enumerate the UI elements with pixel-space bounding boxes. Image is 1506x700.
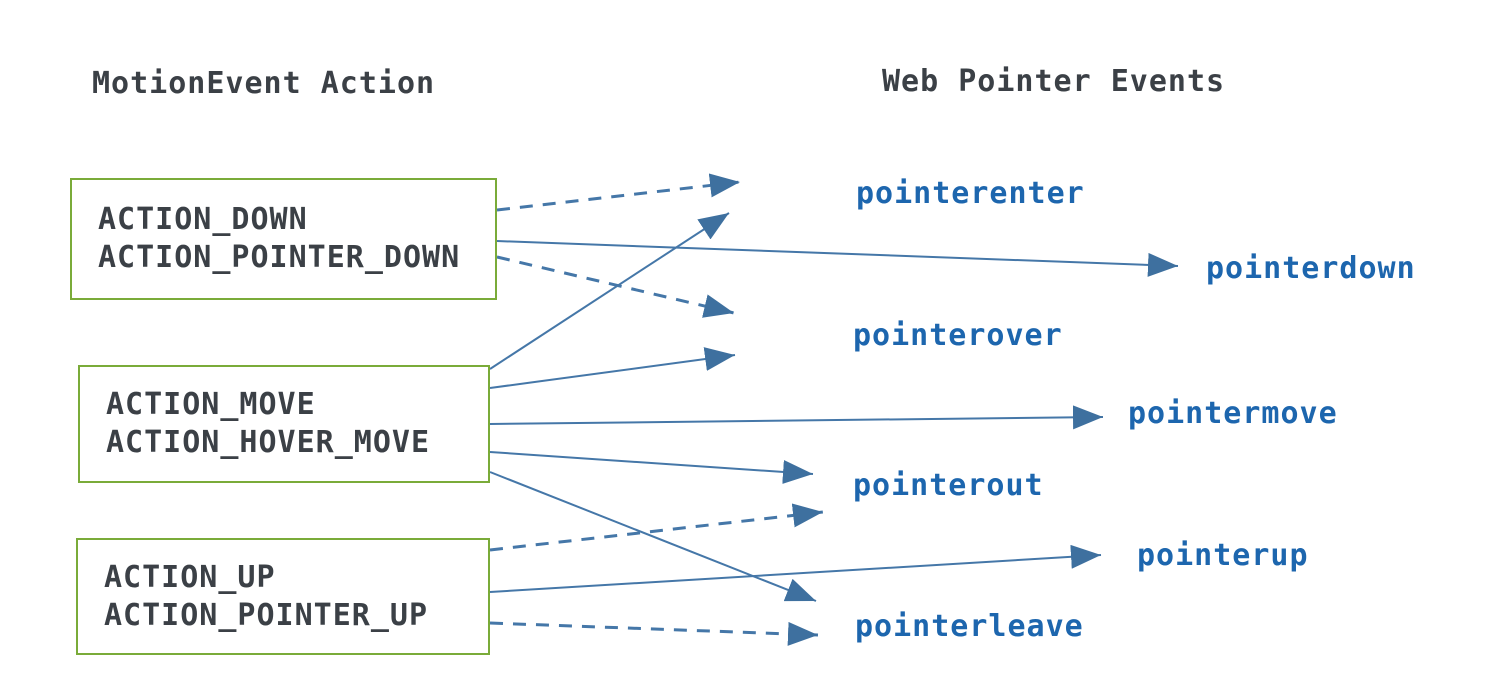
arrow-ACTION_MOVE-to-pointerenter (489, 212, 730, 370)
box-action-move: ACTION_MOVE ACTION_HOVER_MOVE (78, 365, 490, 483)
arrow-ACTION_UP-to-pointerup (489, 544, 1102, 593)
action-down-label: ACTION_DOWN (98, 202, 308, 237)
event-label-pointermove: pointermove (1128, 396, 1338, 431)
arrow-ACTION_DOWN-to-pointerenter (496, 173, 741, 212)
arrow-ACTION_UP-to-pointerleave (489, 621, 819, 646)
arrow-ACTION_MOVE-to-pointerleave (489, 471, 817, 602)
event-label-pointerdown: pointerdown (1206, 251, 1416, 286)
arrow-ACTION_MOVE-to-pointermove (489, 405, 1104, 430)
event-label-pointerleave: pointerleave (855, 609, 1084, 644)
left-column-header: MotionEvent Action (92, 66, 436, 101)
action-up-label: ACTION_UP (104, 559, 276, 595)
box-action-down: ACTION_DOWN ACTION_POINTER_DOWN (70, 178, 497, 300)
arrow-ACTION_DOWN-to-pointerover (496, 255, 735, 318)
arrow-ACTION_UP-to-pointerout (489, 503, 824, 552)
action-pointer-up-label: ACTION_POINTER_UP (104, 597, 429, 633)
action-hover-move-label: ACTION_HOVER_MOVE (106, 425, 431, 460)
arrow-ACTION_DOWN-to-pointerdown (496, 240, 1179, 277)
event-label-pointerenter: pointerenter (856, 176, 1085, 211)
action-pointer-down-label: ACTION_POINTER_DOWN (98, 240, 461, 275)
right-column-header: Web Pointer Events (882, 64, 1226, 99)
arrow-ACTION_MOVE-to-pointerover (489, 347, 736, 389)
event-label-pointerout: pointerout (853, 468, 1044, 503)
arrow-ACTION_MOVE-to-pointerout (489, 451, 814, 484)
event-label-pointerup: pointerup (1137, 538, 1309, 573)
box-action-up: ACTION_UP ACTION_POINTER_UP (76, 538, 490, 655)
action-move-label: ACTION_MOVE (106, 387, 316, 422)
event-label-pointerover: pointerover (853, 318, 1063, 353)
